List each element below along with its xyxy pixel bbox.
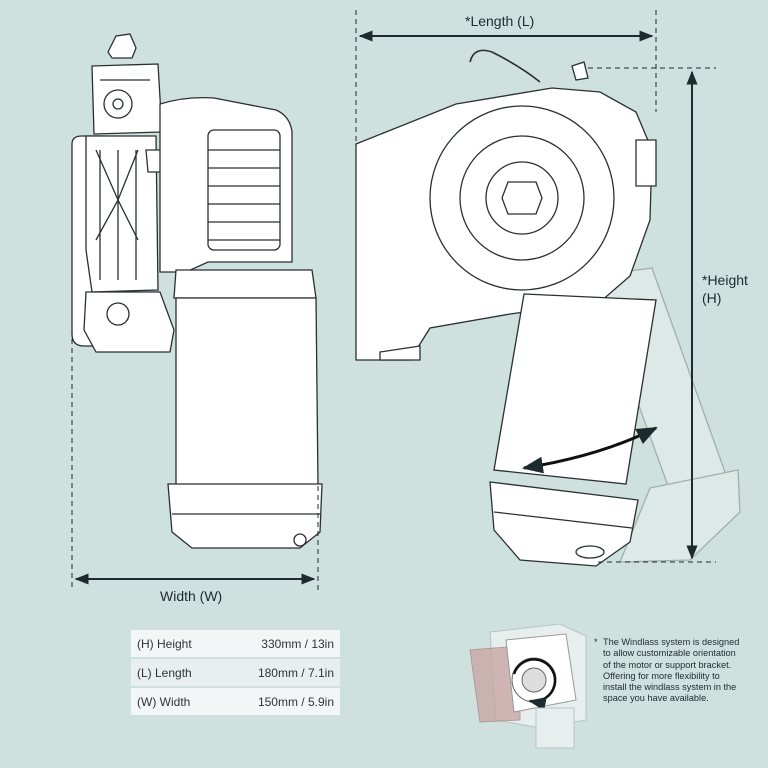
rotation-arrow <box>521 426 658 474</box>
note-text: The Windlass system is designed to allow… <box>603 637 740 704</box>
spec-label: (L) Length <box>131 658 222 688</box>
height-label: *Height <box>702 272 748 288</box>
orientation-note: * The Windlass system is designed to all… <box>594 637 744 705</box>
spec-row-height: (H) Height 330mm / 13in <box>131 630 340 659</box>
note-asterisk: * <box>594 637 598 647</box>
height-label-unit: (H) <box>702 290 722 306</box>
dimension-lines <box>71 10 716 590</box>
orientation-thumbnail <box>469 623 587 749</box>
spec-value: 180mm / 7.1in <box>221 658 340 688</box>
spec-row-length: (L) Length 180mm / 7.1in <box>131 658 340 688</box>
dimension-spec-table: (H) Height 330mm / 13in (L) Length 180mm… <box>131 630 340 717</box>
width-label: Width (W) <box>160 588 223 604</box>
spec-row-width: (W) Width 150mm / 5.9in <box>131 687 340 717</box>
spec-value: 330mm / 13in <box>221 630 340 659</box>
spec-label: (H) Height <box>131 630 222 659</box>
spec-label: (W) Width <box>131 687 222 717</box>
length-label: *Length (L) <box>465 13 535 29</box>
spec-value: 150mm / 5.9in <box>221 687 340 717</box>
side-view-windlass <box>71 33 323 549</box>
front-view-windlass <box>355 49 741 567</box>
